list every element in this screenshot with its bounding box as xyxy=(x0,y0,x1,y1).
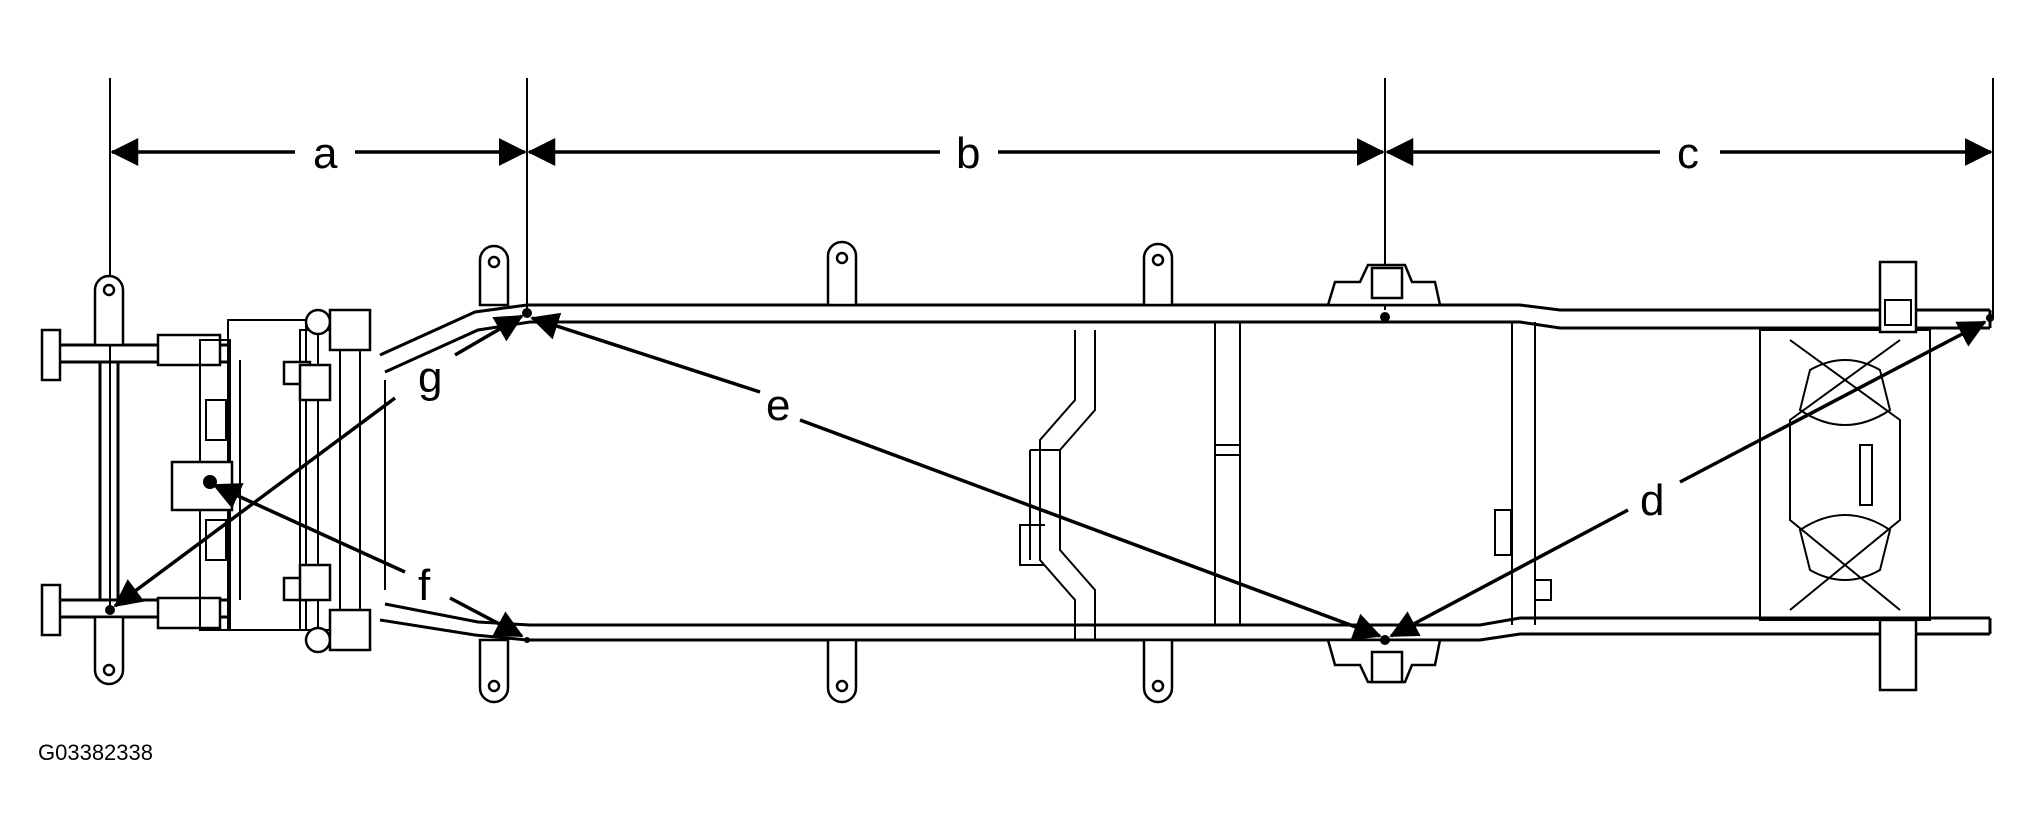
label-g: g xyxy=(418,353,442,402)
measurement-points xyxy=(105,308,1994,645)
label-f: f xyxy=(418,561,431,610)
dimension-labels: a b c d e f g xyxy=(300,125,1715,610)
label-c: c xyxy=(1677,129,1699,178)
figure-code: G03382338 xyxy=(38,740,153,765)
front-crossmember xyxy=(156,308,386,654)
body-mount-brackets xyxy=(93,240,1442,704)
mid-crossmembers xyxy=(1019,322,1552,640)
diagonal-d xyxy=(1389,320,1987,638)
label-b: b xyxy=(956,129,980,178)
diagonal-e xyxy=(530,312,1382,640)
rear-x-crossmember xyxy=(1759,260,1931,692)
diagonal-f xyxy=(212,483,524,638)
label-d: d xyxy=(1640,476,1664,525)
diagonal-g xyxy=(113,314,524,608)
label-a: a xyxy=(313,129,338,178)
label-e: e xyxy=(766,381,790,430)
